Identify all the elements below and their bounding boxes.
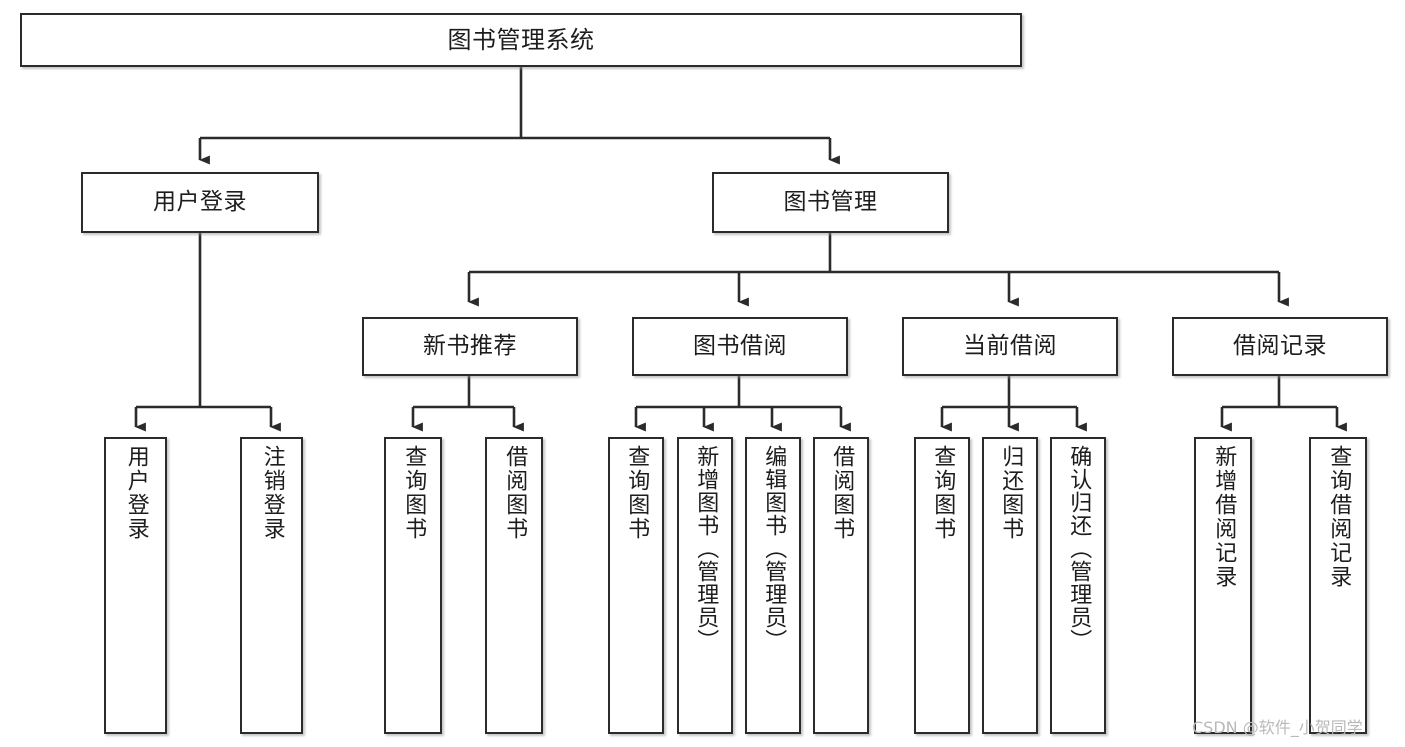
leaf-confirm-return-label: 确认归还（管理员） [1066, 445, 1092, 652]
leaf-add-record-label: 新增借阅记录 [1211, 445, 1237, 589]
node-user-login[interactable]: 用户登录 [81, 172, 319, 233]
csdn-watermark: CSDN @软件_小贺同学 [1192, 718, 1363, 737]
leaf-return-book-label: 归还图书 [998, 445, 1024, 541]
node-current-borrow[interactable]: 当前借阅 [902, 317, 1118, 376]
leaf-query-record[interactable]: 查询借阅记录 [1309, 437, 1367, 734]
leaf-user-logout-label: 注销登录 [259, 445, 285, 541]
leaf-edit-book[interactable]: 编辑图书（管理员） [745, 437, 801, 734]
node-user-login-label: 用户登录 [153, 188, 247, 215]
leaf-borrow-book-1[interactable]: 借阅图书 [485, 437, 543, 734]
node-root-label: 图书管理系统 [447, 25, 595, 54]
leaf-query-book-2[interactable]: 查询图书 [608, 437, 664, 734]
leaf-query-record-label: 查询借阅记录 [1326, 445, 1352, 589]
node-book-borrow-label: 图书借阅 [693, 332, 787, 359]
leaf-query-book-2-label: 查询图书 [624, 445, 650, 541]
leaf-add-book[interactable]: 新增图书（管理员） [677, 437, 733, 734]
leaf-return-book[interactable]: 归还图书 [982, 437, 1038, 734]
leaf-borrow-book-2-label: 借阅图书 [829, 445, 855, 541]
node-root[interactable]: 图书管理系统 [20, 13, 1022, 67]
node-book-management[interactable]: 图书管理 [712, 172, 949, 233]
leaf-add-book-label: 新增图书（管理员） [693, 445, 719, 652]
node-new-book-recommend[interactable]: 新书推荐 [362, 317, 578, 376]
leaf-add-record[interactable]: 新增借阅记录 [1194, 437, 1252, 734]
node-borrow-record-label: 借阅记录 [1233, 332, 1327, 359]
leaf-borrow-book-1-label: 借阅图书 [502, 445, 528, 541]
leaf-edit-book-label: 编辑图书（管理员） [761, 445, 787, 652]
node-book-borrow[interactable]: 图书借阅 [632, 317, 848, 376]
leaf-confirm-return[interactable]: 确认归还（管理员） [1050, 437, 1106, 734]
node-borrow-record[interactable]: 借阅记录 [1172, 317, 1388, 376]
leaf-query-book-1-label: 查询图书 [401, 445, 427, 541]
leaf-query-book-3-label: 查询图书 [930, 445, 956, 541]
node-new-book-recommend-label: 新书推荐 [423, 332, 517, 359]
leaf-query-book-1[interactable]: 查询图书 [384, 437, 442, 734]
leaf-user-login-label: 用户登录 [123, 445, 149, 541]
node-current-borrow-label: 当前借阅 [963, 332, 1057, 359]
leaf-user-logout[interactable]: 注销登录 [240, 437, 303, 734]
node-book-management-label: 图书管理 [783, 188, 878, 215]
leaf-query-book-3[interactable]: 查询图书 [914, 437, 970, 734]
leaf-user-login[interactable]: 用户登录 [104, 437, 167, 734]
leaf-borrow-book-2[interactable]: 借阅图书 [813, 437, 869, 734]
